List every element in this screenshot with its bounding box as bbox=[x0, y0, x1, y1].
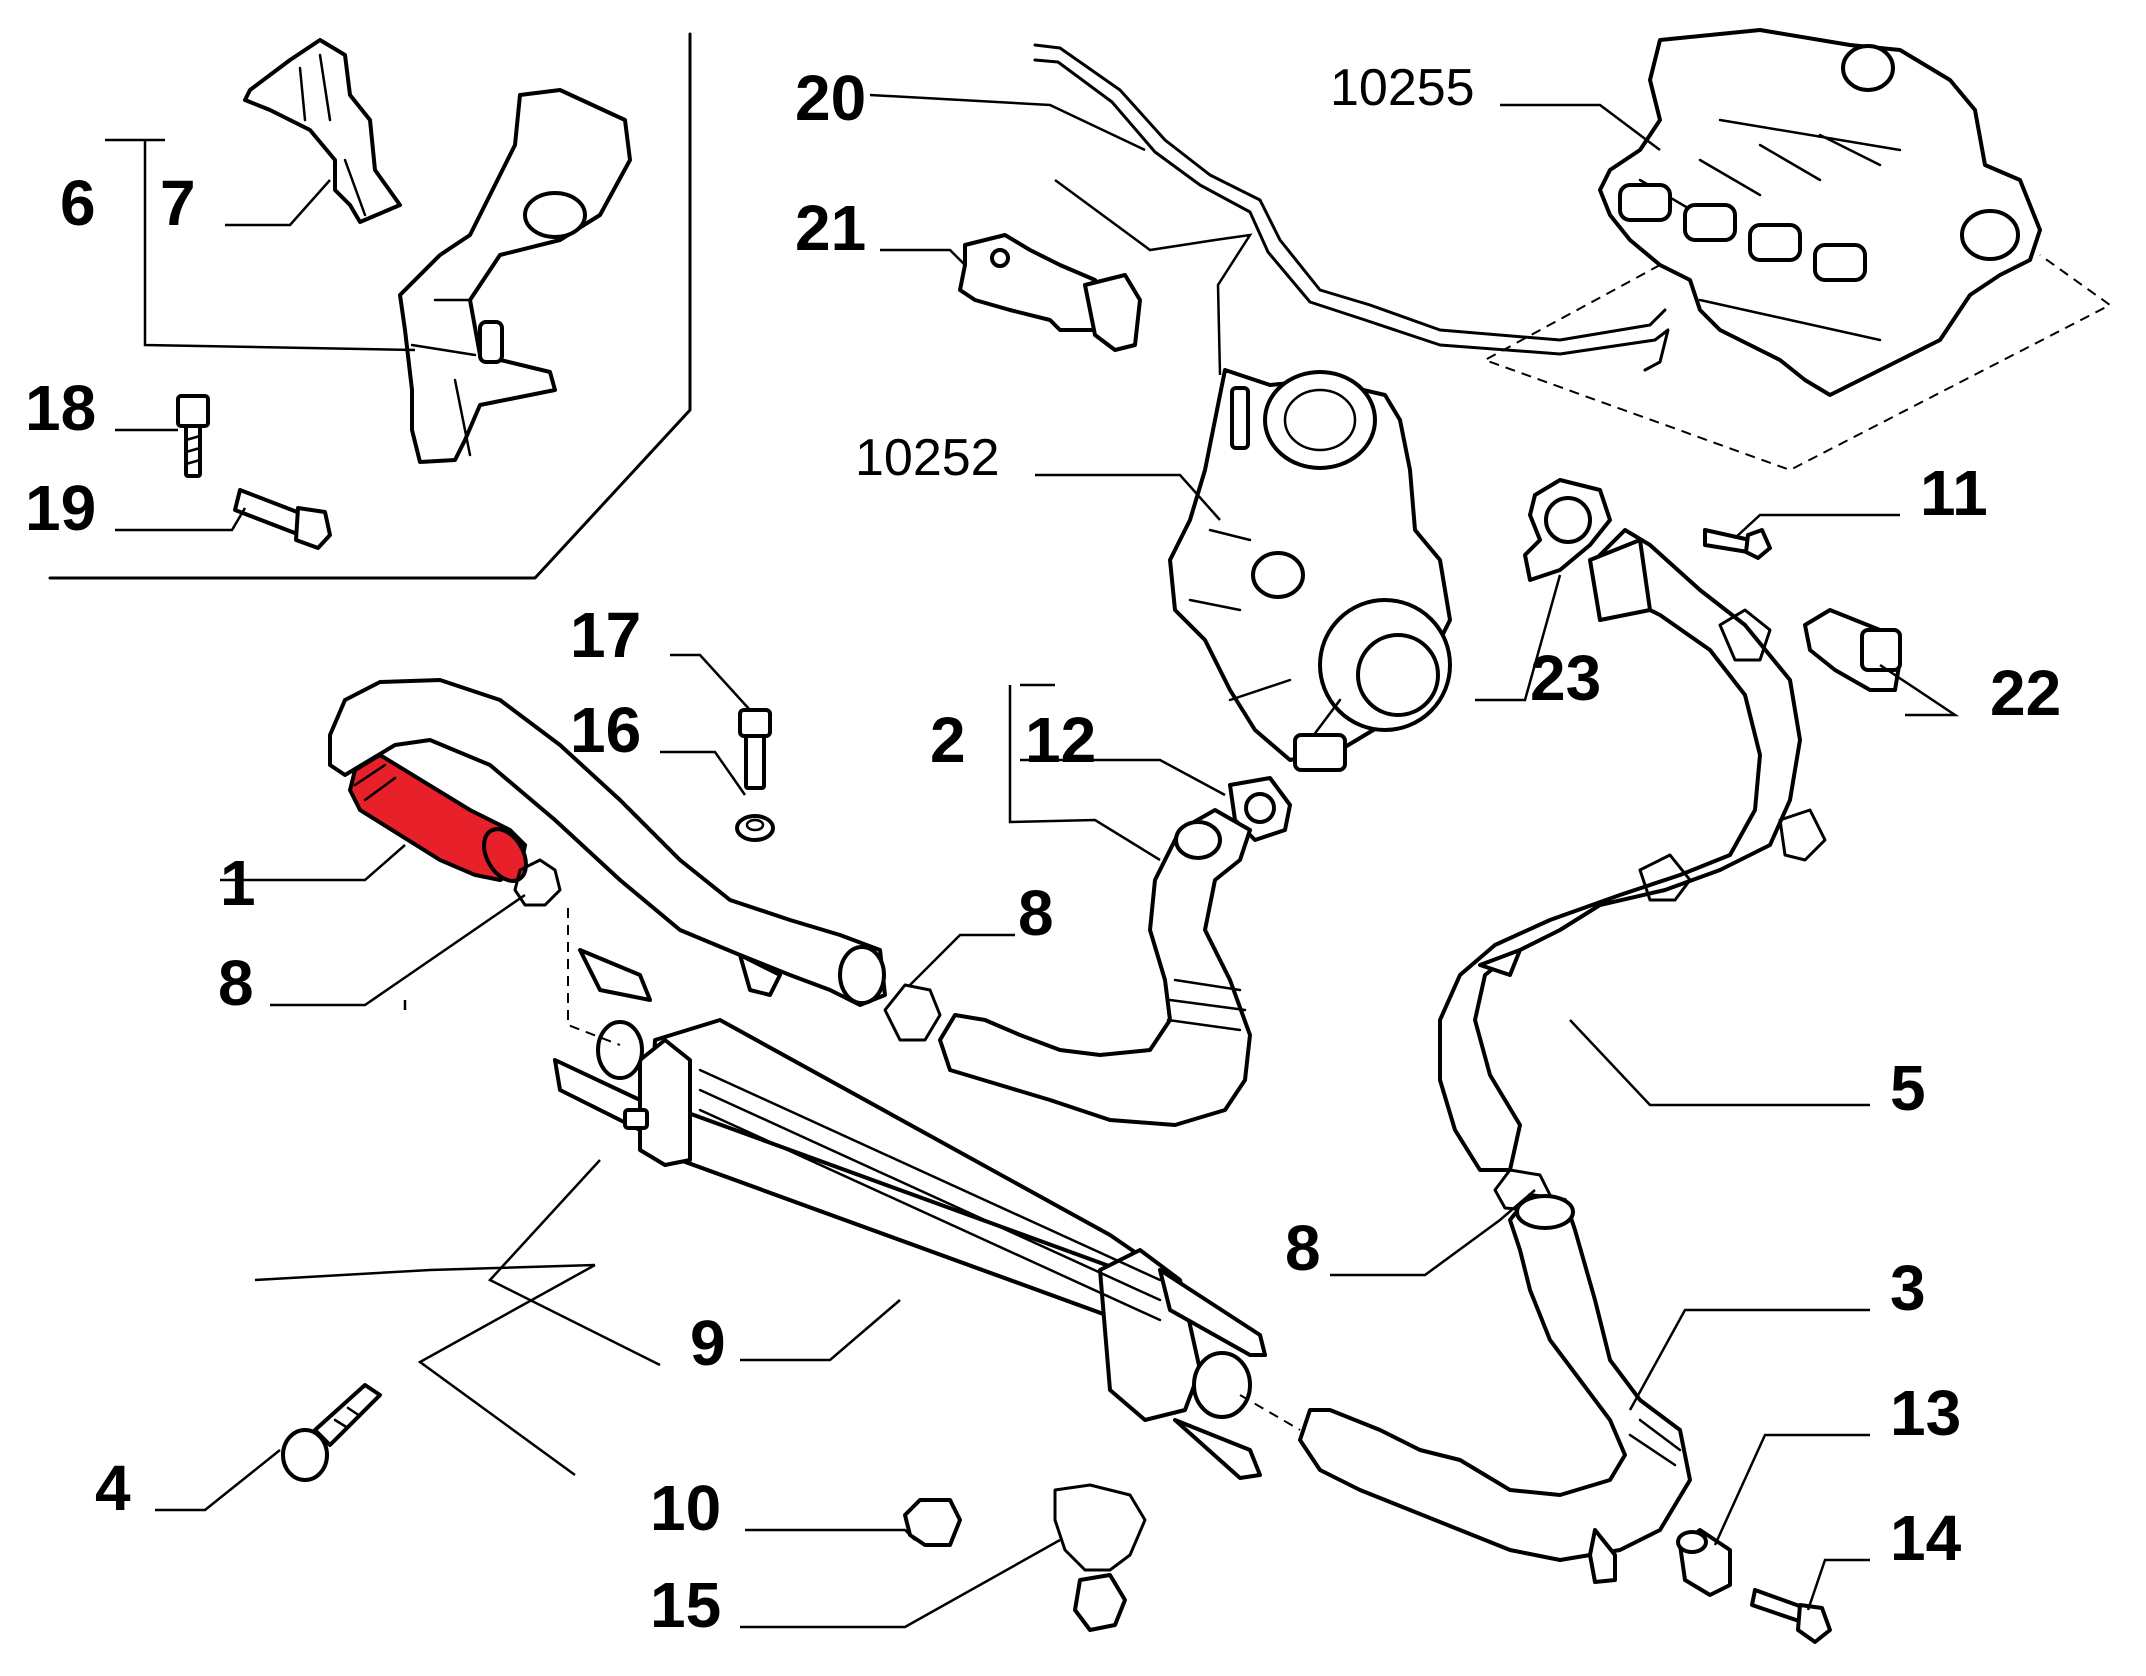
callout-7: 7 bbox=[160, 167, 196, 239]
assembly-guide-lines bbox=[567, 908, 1301, 1431]
bolt-icon bbox=[735, 814, 775, 842]
callout-20: 20 bbox=[795, 62, 866, 134]
bolt-icon bbox=[738, 708, 772, 790]
bolt-icon bbox=[1703, 528, 1772, 560]
gasket-icon bbox=[1228, 776, 1292, 842]
callout-10255: 10255 bbox=[1330, 59, 1475, 117]
callout-9: 9 bbox=[690, 1307, 726, 1379]
callout-18: 18 bbox=[25, 372, 96, 444]
callout-13: 13 bbox=[1890, 1377, 1961, 1449]
callout-5: 5 bbox=[1890, 1052, 1926, 1124]
callout-3: 3 bbox=[1890, 1252, 1926, 1324]
callout-2: 2 bbox=[930, 704, 966, 776]
clamp-icon bbox=[1053, 1483, 1147, 1632]
callout-21: 21 bbox=[795, 192, 866, 264]
bolt-icon bbox=[281, 1383, 382, 1482]
pipe-icon bbox=[328, 678, 887, 1007]
callout-22: 22 bbox=[1990, 657, 2061, 729]
pipe-icon bbox=[1298, 1193, 1692, 1584]
pipe-icon bbox=[1438, 528, 1827, 1172]
callout-8: 8 bbox=[1018, 877, 1054, 949]
bolt-icon bbox=[1750, 1588, 1832, 1644]
pipe-icon bbox=[938, 808, 1252, 1127]
bracket-icon bbox=[398, 88, 632, 464]
callout-6: 6 bbox=[60, 167, 96, 239]
clamp-icon bbox=[513, 858, 562, 907]
bracket-icon bbox=[243, 38, 402, 224]
sensor-icon bbox=[1803, 608, 1902, 692]
callout-23: 23 bbox=[1530, 642, 1601, 714]
leader-lines bbox=[105, 93, 1960, 1629]
inset-panel-frame bbox=[48, 32, 692, 580]
intake-manifold-icon bbox=[1598, 28, 2042, 397]
callout-15: 15 bbox=[650, 1569, 721, 1641]
intercooler-icon[interactable] bbox=[553, 948, 1267, 1480]
callout-12: 12 bbox=[1025, 704, 1096, 776]
callout-16: 16 bbox=[570, 694, 641, 766]
callout-11: 11 bbox=[1920, 457, 1988, 529]
bolt-icon bbox=[233, 488, 332, 550]
callout-19: 19 bbox=[25, 472, 96, 544]
callout-10252: 10252 bbox=[855, 429, 1000, 487]
sensor-icon bbox=[958, 233, 1142, 352]
callout-17: 17 bbox=[570, 599, 641, 671]
pipe-icon bbox=[1033, 43, 1670, 372]
callout-14: 14 bbox=[1890, 1502, 1962, 1574]
bolt-icon bbox=[176, 394, 210, 478]
callout-10: 10 bbox=[650, 1472, 721, 1544]
callout-8: 8 bbox=[1285, 1212, 1321, 1284]
gasket-icon bbox=[1523, 478, 1612, 582]
clamp-icon bbox=[883, 983, 942, 1042]
callout-labels: 1 8 8 8 2 12 6 7 18 19 20 21 10255 10252… bbox=[25, 59, 2061, 1641]
hose-icon[interactable] bbox=[347, 752, 535, 888]
callout-8: 8 bbox=[218, 947, 254, 1019]
bolt-icon bbox=[1676, 1528, 1732, 1597]
callout-4: 4 bbox=[95, 1452, 131, 1524]
callout-1: 1 bbox=[220, 847, 256, 919]
turbocharger-icon bbox=[1168, 368, 1452, 772]
